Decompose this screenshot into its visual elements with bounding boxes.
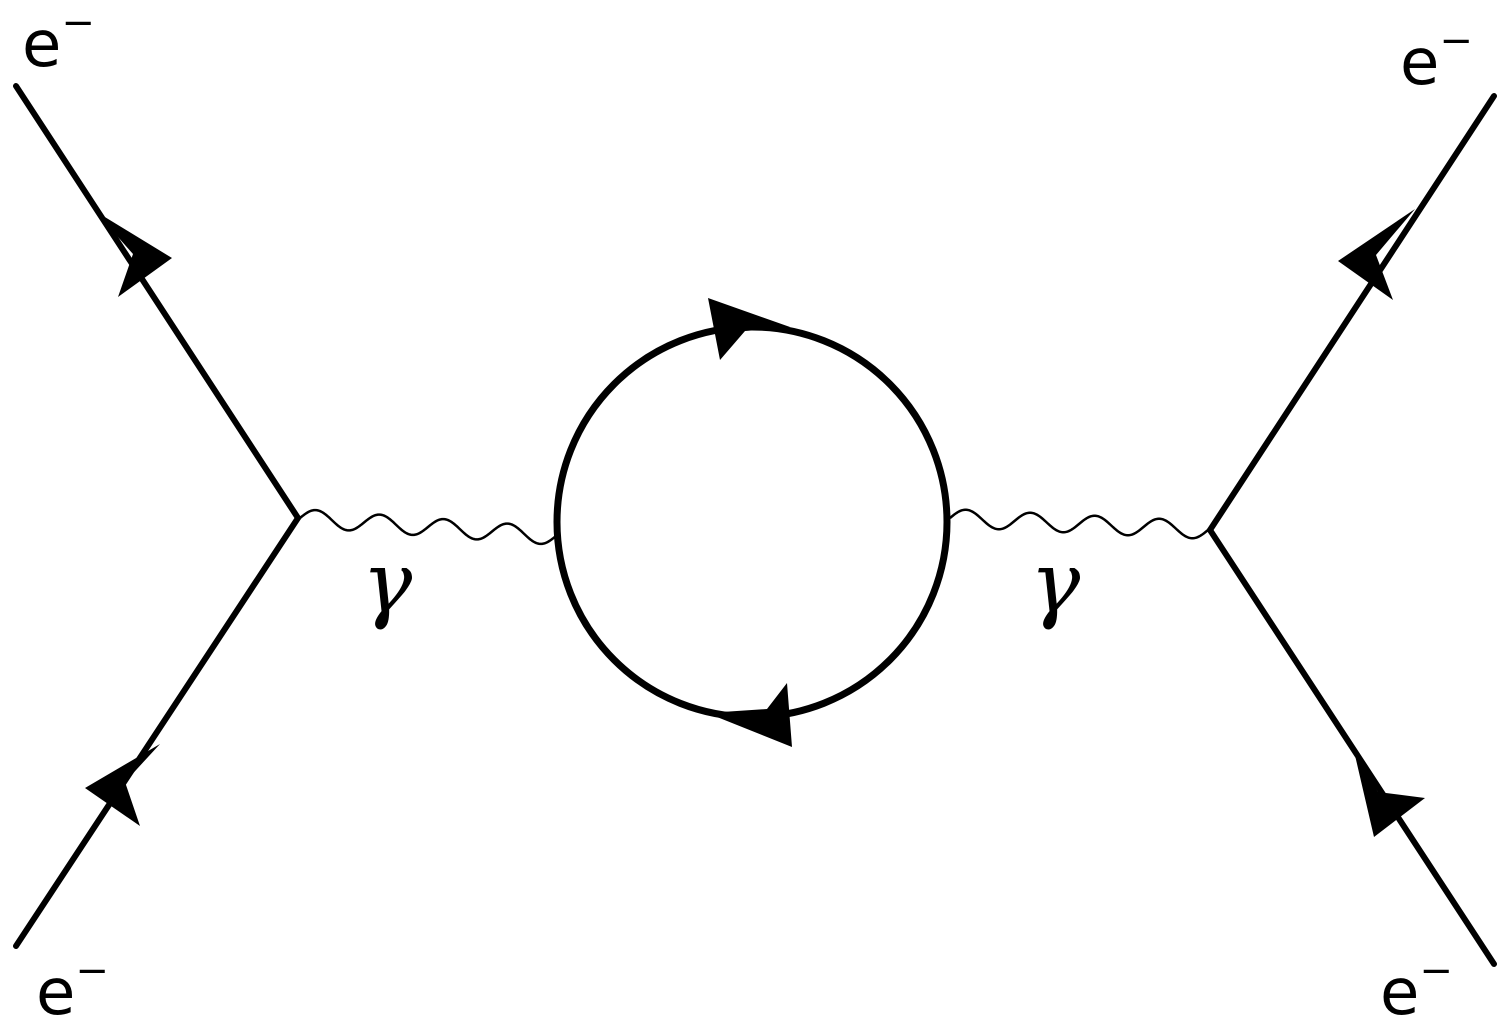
electron-symbol: e	[1400, 26, 1439, 100]
loop-arrow-top	[708, 298, 790, 360]
electron-symbol: e	[22, 8, 61, 82]
electron-label-top-right: e−	[1400, 18, 1473, 100]
electron-charge: −	[61, 0, 95, 46]
photon-line-right	[949, 508, 1209, 540]
electron-charge: −	[1439, 18, 1473, 64]
electron-symbol: e	[36, 956, 75, 1024]
electron-line-top-right	[1207, 93, 1497, 533]
electron-label-top-left: e−	[22, 0, 95, 82]
electron-charge: −	[1419, 948, 1453, 994]
loop-arrow-bottom	[707, 683, 792, 747]
photon-label-right: γ	[1030, 534, 1081, 632]
electron-label-bottom-left: e−	[36, 948, 109, 1024]
electron-line-bottom-left	[13, 515, 301, 949]
electron-charge: −	[75, 948, 109, 994]
photon-line-left	[299, 508, 557, 546]
arrow-top-right	[1338, 209, 1415, 300]
arrow-top-left	[95, 211, 172, 297]
electron-symbol: e	[1380, 956, 1419, 1024]
arrow-bottom-left	[85, 744, 160, 826]
electron-line-bottom-right	[1207, 527, 1497, 967]
arrow-bottom-right	[1354, 751, 1425, 837]
fermion-loop	[553, 323, 951, 721]
electron-label-bottom-right: e−	[1380, 948, 1453, 1024]
electron-line-top-left	[13, 83, 301, 521]
photon-label-left: γ	[362, 534, 413, 632]
